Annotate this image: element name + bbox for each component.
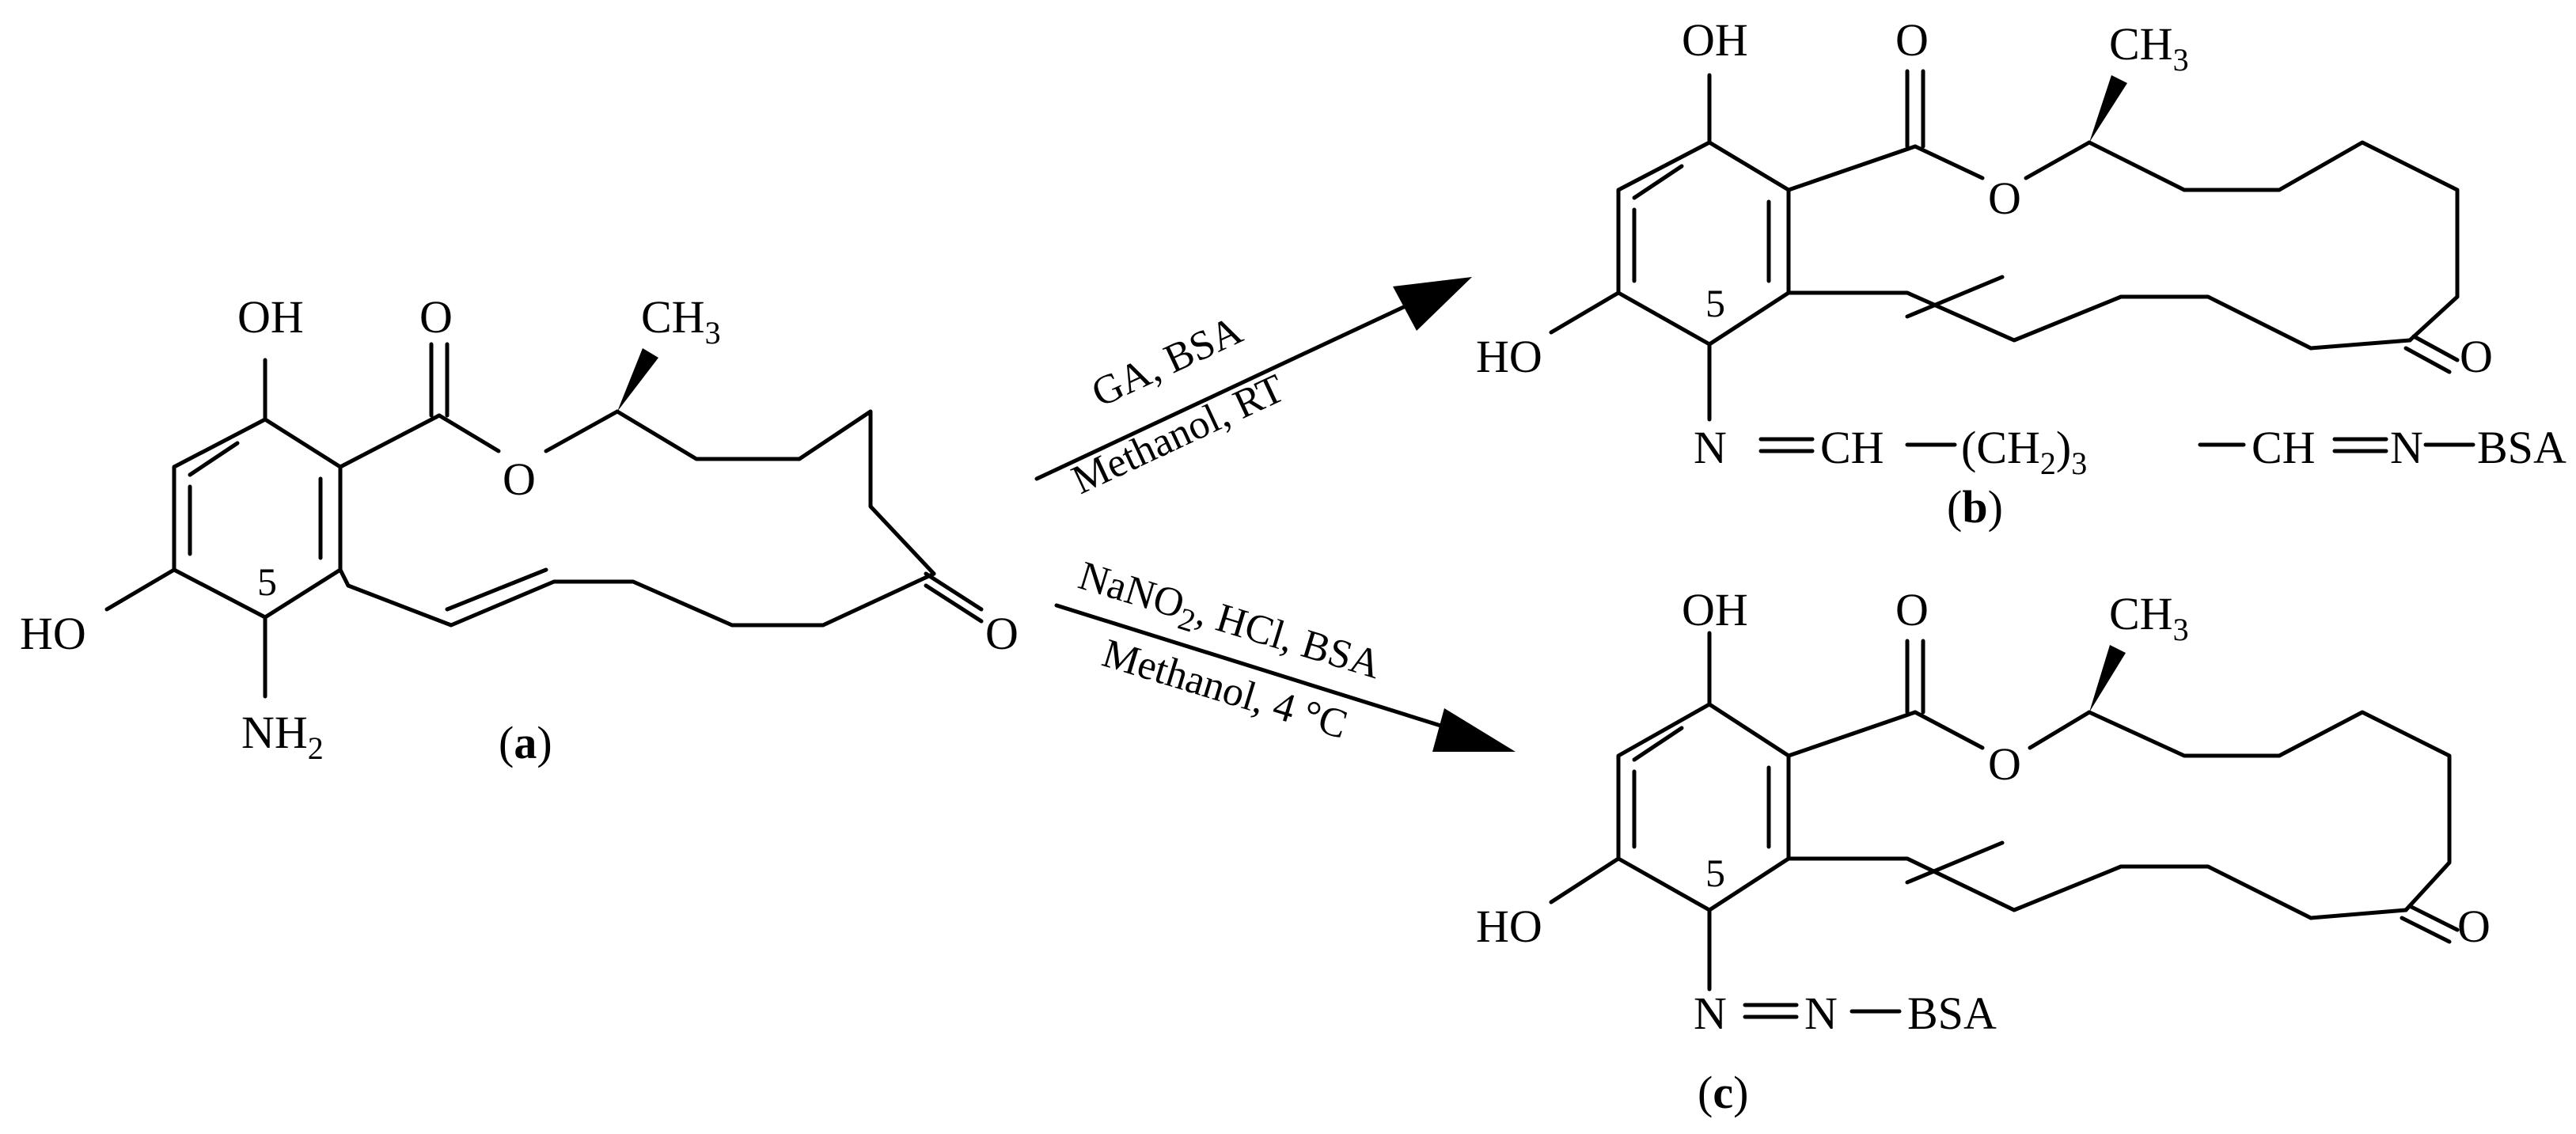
a-oh-top: OH (237, 291, 304, 343)
c-n1: N (1694, 988, 1727, 1039)
reaction-arrow-b: GA, BSA Methanol, RT (1034, 277, 1472, 503)
a-ring-o: O (503, 453, 536, 505)
compound-b-bonds (1549, 69, 2475, 453)
stereo-wedge-b (2089, 75, 2127, 142)
c-carbonyl-o: O (1895, 584, 1929, 635)
b-id-label: (b) (1947, 481, 2003, 533)
c-ketone-o: O (2457, 901, 2491, 952)
b-carbonyl-o: O (1895, 14, 1929, 66)
compound-c: OH O CH3 O O HO 5 N N BSA (c) (1476, 584, 2491, 1118)
compound-c-bonds (1549, 631, 2460, 1019)
a-carbonyl-o: O (419, 291, 453, 343)
arrowhead-c (1432, 708, 1516, 752)
a-id-label: (a) (499, 717, 552, 768)
c-ho-left: HO (1476, 901, 1542, 952)
b-chain: (CH2)3 (1961, 422, 2087, 481)
b-methyl: CH3 (2109, 18, 2189, 78)
compound-a: OH O CH3 O O HO 5 NH2 (a) (20, 291, 1019, 768)
b-ketone-o: O (2460, 331, 2493, 382)
b-ho-left: HO (1476, 331, 1542, 382)
c-bsa: BSA (1907, 988, 1997, 1039)
arrowhead-b (1393, 277, 1472, 331)
a-ho-left: HO (20, 608, 86, 659)
b-ch2: CH (2252, 422, 2316, 473)
b-position-label: 5 (1705, 281, 1725, 325)
compound-a-bonds (104, 342, 984, 699)
stereo-wedge-a (617, 348, 658, 412)
c-oh-top: OH (1682, 584, 1748, 635)
b-ring-o: O (1988, 173, 2021, 224)
compound-b: OH O CH3 O O HO 5 N CH (CH2)3 CH N BSA (… (1476, 14, 2567, 533)
b-n1: N (1694, 422, 1727, 473)
c-ring-o: O (1988, 738, 2021, 790)
a-ketone-o: O (985, 608, 1019, 659)
b-ch1: CH (1820, 422, 1884, 473)
stereo-wedge-c (2089, 645, 2126, 712)
b-bsa: BSA (2477, 422, 2567, 473)
a-amine: NH2 (241, 707, 324, 766)
c-position-label: 5 (1705, 851, 1725, 895)
c-n2: N (1804, 988, 1838, 1039)
b-n2: N (2390, 422, 2423, 473)
reaction-arrow-c: NaNO2, HCl, BSA Methanol, 4 °C (1054, 553, 1516, 752)
a-position-label: 5 (257, 559, 277, 604)
a-methyl: CH3 (641, 291, 721, 351)
c-methyl: CH3 (2109, 588, 2189, 647)
c-id-label: (c) (1698, 1067, 1748, 1118)
b-oh-top: OH (1682, 14, 1748, 66)
